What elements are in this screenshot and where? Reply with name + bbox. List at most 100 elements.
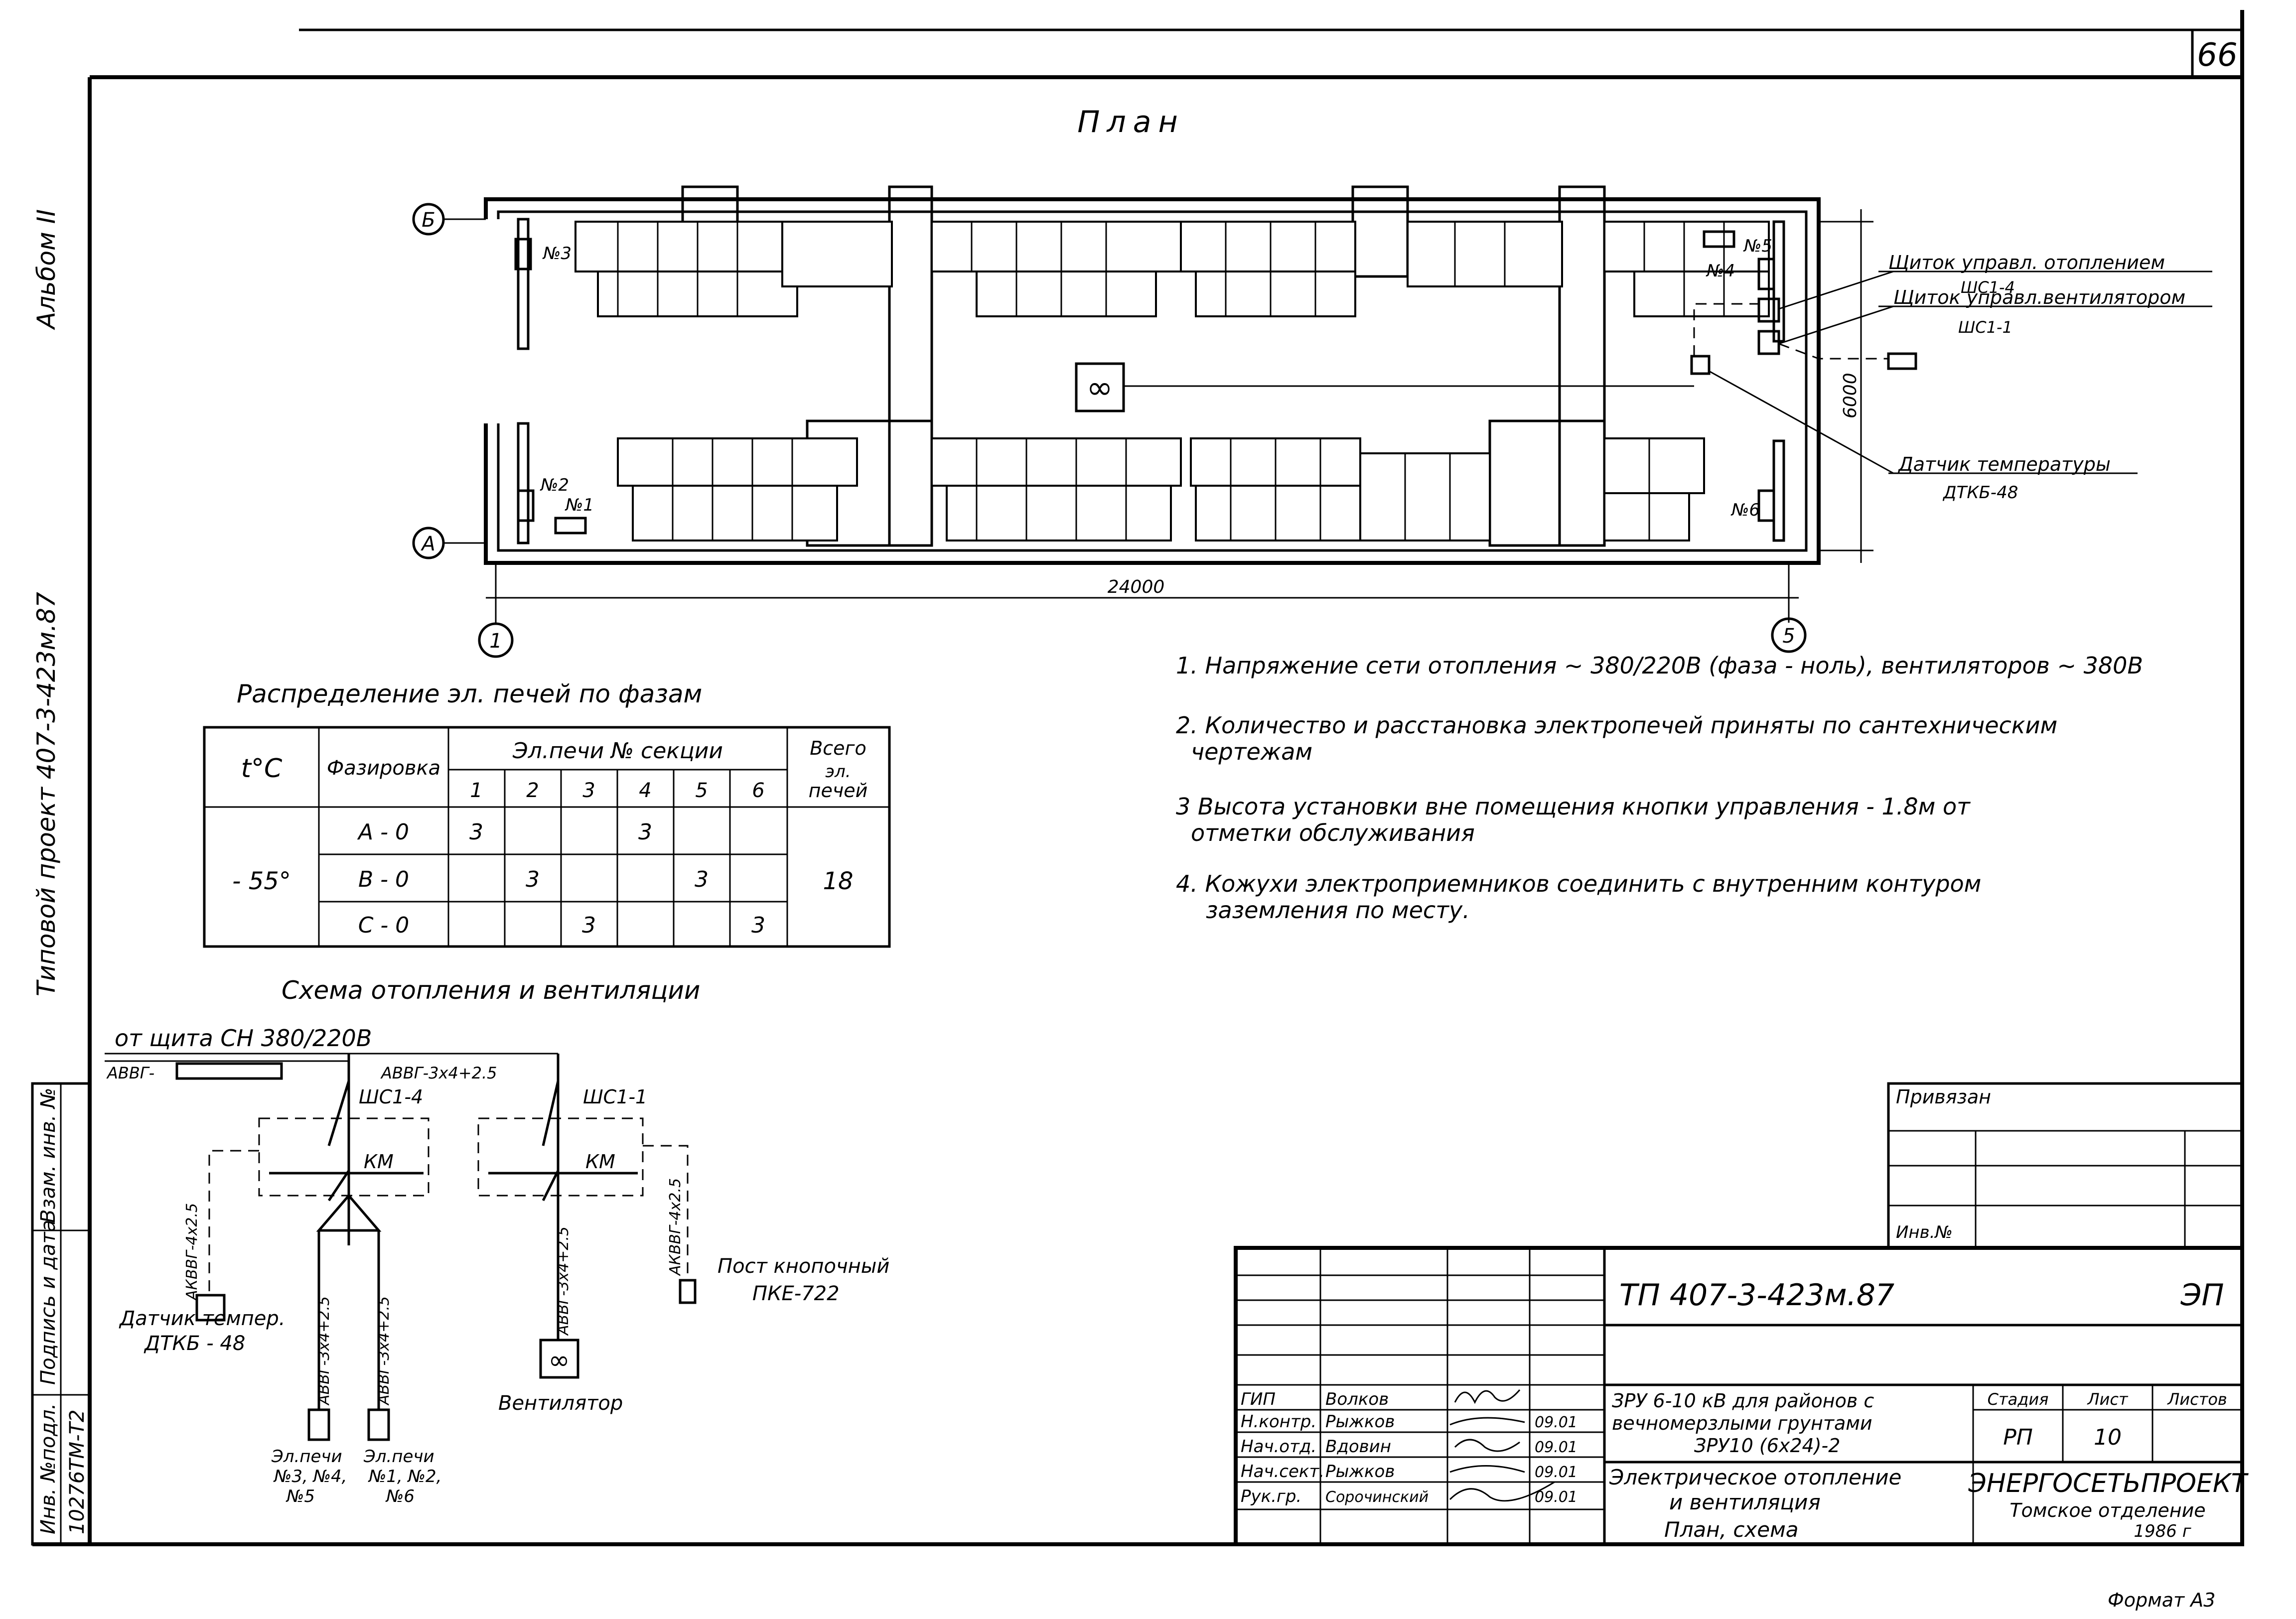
name-1: Волков [1325,1389,1389,1409]
object-1: ЗРУ 6-10 кВ для районов с [1612,1390,1874,1412]
role-1: ГИП [1241,1389,1276,1409]
label-sensor-code: ДТКБ-48 [1942,483,2018,503]
drawing-title-2: и вентиляция [1669,1490,1821,1514]
org-name: ЭНЕРГОСЕТЬПРОЕКТ [1968,1469,2249,1498]
post-label-1: Пост кнопочный [718,1255,889,1278]
name-2: Рыжков [1325,1412,1395,1432]
sensor-label-2: ДТКБ - 48 [144,1332,245,1355]
note-3: 3 Высота установки вне помещения кнопки … [1176,793,1971,820]
total-value: 18 [823,867,853,895]
note-2: 2. Количество и расстановка электропечей… [1176,712,2057,739]
note-2-cont: чертежам [1191,738,1312,765]
km-1: КМ [364,1151,394,1173]
distribution-title: Распределение эл. печей по фазам [237,679,702,708]
cable-fan: АВВГ-3х4+2.5 [380,1064,497,1082]
plan-panels: Щиток управл. отоплением ШС1-4 Щиток упр… [1690,252,2212,503]
panel-shs1-4: ШС1-4 КМ АКВВГ-4х2.5 АВВГ-3х4+2.5 АВВГ-3… [119,1054,441,1506]
axis-a: А [420,533,435,555]
panel-shs1-1: ШС1-1 КМ АВВГ-3х4+2.5 ∞ Вентилятор АКВВГ… [477,1054,889,1415]
side-stamp-label-3: Взам. инв. № [37,1087,60,1223]
sheet-label: Лист [2087,1390,2128,1409]
side-stamp-label-1: Инв. №подл. [37,1403,60,1534]
doc-mark: ЭП [2180,1278,2224,1313]
role-2: Н.контр. [1241,1412,1316,1432]
h-sections: Эл.печи № секции [512,738,723,764]
plan-fan: ∞ [1075,362,1694,412]
phase-b: В - 0 [358,867,409,892]
axis-1: 1 [489,630,502,653]
distribution-table: Распределение эл. печей по фазам t°C Фаз… [203,679,891,948]
row-c-cell-6: 3 [751,913,765,938]
name-3: Вдовин [1325,1437,1391,1457]
org-branch: Томское отделение [2009,1499,2205,1521]
stage-value: РП [2003,1425,2033,1450]
scheme-source: от щита СН 380/220В [115,1025,372,1052]
drawing-title-1: Электрическое отопление [1609,1465,1901,1489]
phase-c: С - 0 [358,913,410,938]
doc-code: ТП 407-3-423м.87 [1619,1278,1894,1313]
date-2: 09.01 [1535,1414,1578,1431]
note-4: 4. Кожухи электроприемников соединить с … [1176,870,1981,897]
heaters-b-3: №6 [385,1486,415,1506]
heater-label-6: №6 [1730,500,1760,520]
note-1: 1. Напряжение сети отопления ~ 380/220В … [1176,652,2143,679]
heater-label-4: №4 [1706,261,1735,281]
cable-in: АВВГ- [106,1064,154,1082]
heaters-a-1: Эл.печи [271,1447,342,1467]
heaters-a-3: №5 [286,1486,315,1506]
temp-value: - 55° [232,867,291,895]
heater-label-2: №2 [540,475,569,495]
panel-2-label: ШС1-1 [583,1086,647,1108]
scheme-title: Схема отопления и вентиляции [282,976,700,1005]
post-label-2: ПКЕ-722 [752,1282,840,1305]
side-stamp-label-2: Подпись и дата [37,1220,60,1385]
note-3-cont: отметки обслуживания [1191,819,1475,846]
plan-title: План [1077,105,1184,139]
plan-heaters-top [574,221,1770,317]
km-2: КМ [585,1151,615,1173]
cable-sensor: АКВВГ-4х2.5 [183,1203,201,1301]
privyazan-label: Привязан [1896,1086,1991,1108]
plan-heaters-bottom [617,437,1705,541]
stage-label: Стадия [1988,1390,2049,1409]
h-total-3: печей [809,780,868,802]
row-c-cell-3: 3 [582,913,596,938]
h-total-1: Всего [810,737,866,759]
org-year: 1986 г [2134,1521,2191,1541]
sheet-number: 66 [2197,37,2237,74]
side-project: Типовой проект 407-3-423м.87 [32,592,61,996]
cable-out-1: АВВГ-3х4+2.5 [315,1296,333,1406]
panel-1-label: ШС1-4 [359,1086,423,1108]
axis-b: Б [422,209,435,232]
side-album: Альбом II [32,209,61,330]
section-3: 3 [582,779,595,802]
name-5: Сорочинский [1325,1488,1429,1506]
cable-out-2: АВВГ-3х4+2.5 [375,1296,393,1406]
label-heating-panel: Щиток управл. отоплением [1888,252,2165,273]
heating-ventilation-scheme: Схема отопления и вентиляции от щита СН … [105,976,889,1506]
section-6: 6 [752,779,764,802]
label-fan-panel-code: ШС1-1 [1958,318,2012,337]
date-4: 09.01 [1535,1464,1578,1481]
heater-label-3: №3 [542,244,572,264]
heaters-b-1: Эл.печи [363,1447,434,1467]
plan-fan-symbol: ∞ [1086,370,1113,406]
h-phase: Фазировка [327,757,440,780]
role-4: Нач.сект. [1241,1462,1324,1482]
section-4: 4 [639,779,651,802]
heater-label-5: №5 [1743,236,1772,256]
sheet-format: Формат А3 [2108,1589,2215,1611]
label-heating-panel-code: ШС1-4 [1961,278,2015,297]
sensor-label-1: Датчик темпер. [119,1307,286,1330]
object-3: ЗРУ10 (6х24)-2 [1694,1435,1840,1457]
section-2: 2 [526,779,539,802]
heaters-a-2: №3, №4, [273,1467,347,1486]
sheets-label: Листов [2167,1390,2227,1409]
left-side-labels: Альбом II Типовой проект 407-3-423м.87 [32,209,61,996]
title-block: ТП 407-3-423м.87 ЭП ГИП Волков Н.контр. … [1234,1246,2249,1546]
role-3: Нач.отд. [1241,1437,1316,1457]
scheme-fan-symbol: ∞ [548,1346,570,1375]
dim-length: 24000 [1108,577,1165,597]
drawing-title-3: План, схема [1664,1517,1799,1542]
